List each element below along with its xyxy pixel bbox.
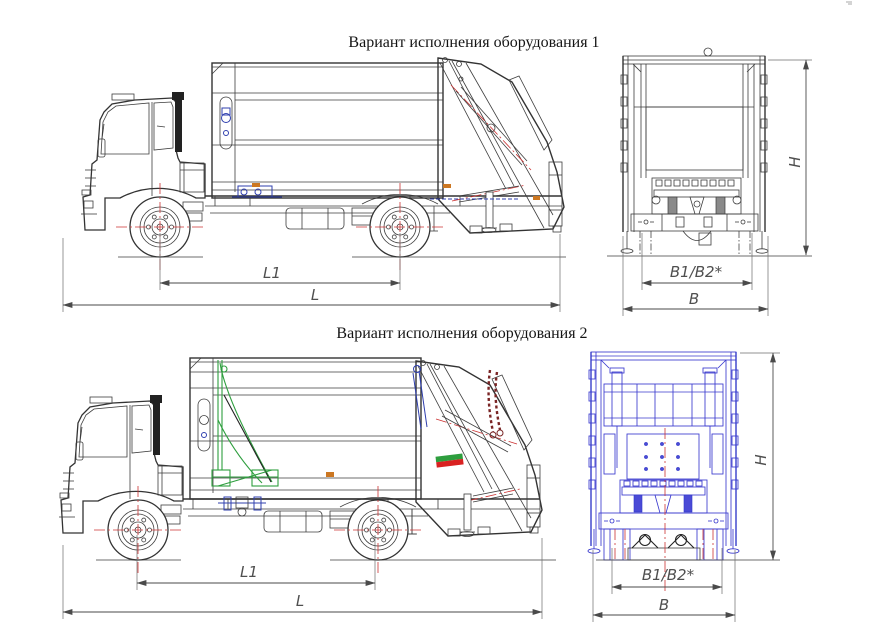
support-leg xyxy=(463,493,472,531)
variant1-dimensions: L1 L B1/B2* B H xyxy=(62,59,812,316)
corner-artifact xyxy=(846,1,852,5)
front-wheel xyxy=(93,485,183,575)
variant-2: Вариант исполнения оборудования 2 xyxy=(58,325,780,622)
dim-label-b1b2: B1/B2* xyxy=(670,263,723,281)
dim-label-b1b2: B1/B2* xyxy=(642,566,695,584)
variant2-side-view xyxy=(58,357,556,575)
variant2-title: Вариант исполнения оборудования 2 xyxy=(336,325,587,342)
support-leg xyxy=(485,191,494,229)
variant1-title: Вариант исполнения оборудования 1 xyxy=(348,34,599,51)
chains xyxy=(487,369,502,433)
variant1-side-view xyxy=(80,57,566,272)
lifter-mechanism xyxy=(651,177,742,215)
variant2-rear-loader xyxy=(407,360,543,537)
variant1-rear-loader xyxy=(430,57,565,234)
dim-label-l1: L1 xyxy=(240,563,258,581)
body-stripe xyxy=(435,453,464,468)
dim-label-l1: L1 xyxy=(263,264,281,282)
hazard-stripes xyxy=(508,75,553,151)
variant2-dimensions: L1 L B1/B2* B H xyxy=(62,352,780,622)
variant2-rear-view xyxy=(587,351,780,592)
dim-label-h: H xyxy=(752,454,770,465)
dim-label-l: L xyxy=(311,286,319,304)
portal-loader-green xyxy=(211,360,279,487)
dim-label-l: L xyxy=(296,592,304,610)
side-marker xyxy=(252,183,260,187)
side-marker xyxy=(326,472,334,477)
dim-label-b: B xyxy=(659,596,669,614)
hazard-stripes xyxy=(491,374,533,451)
variant-1: Вариант исполнения оборудования 1 xyxy=(62,34,812,316)
dim-label-b: B xyxy=(689,290,699,308)
variant1-rear-view xyxy=(607,47,812,257)
dim-label-h: H xyxy=(786,156,804,167)
